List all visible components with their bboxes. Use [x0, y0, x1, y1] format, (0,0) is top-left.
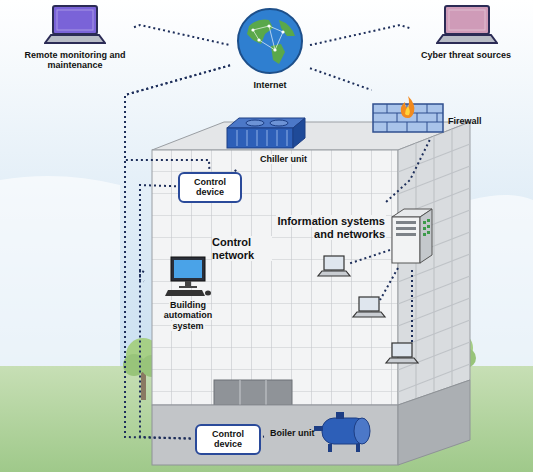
- dotted-link: [385, 140, 430, 203]
- building-automation-system-icon: [165, 256, 211, 302]
- dotted-link: [310, 68, 372, 90]
- text-patch: Information systems and networks: [276, 215, 386, 240]
- node-label: Control device: [180, 174, 240, 201]
- boiler-unit-icon: [314, 410, 376, 458]
- dotted-link: [125, 65, 230, 170]
- remote-laptop: Remote monitoring and maintenance: [18, 4, 132, 94]
- network-connector: [263, 436, 264, 437]
- network-connector: [385, 140, 430, 203]
- internet-globe: Internet: [232, 6, 308, 102]
- dotted-link: [263, 436, 264, 438]
- network-laptop: [318, 256, 418, 363]
- network-connector: [125, 65, 230, 170]
- basement-side: [398, 380, 470, 465]
- chiller-unit: Chiller unit: [225, 116, 329, 170]
- node-label: Firewall: [448, 116, 508, 126]
- entrance: [214, 380, 292, 405]
- network-connector: [310, 25, 412, 45]
- chiller-unit-icon: [225, 116, 307, 150]
- front-facade: [152, 150, 398, 405]
- information-systems-icon: [390, 207, 434, 269]
- node-label: Information systems and networks: [262, 215, 386, 240]
- network-label: Control network: [212, 236, 272, 261]
- threat-laptop-icon: [436, 4, 498, 46]
- network-link: [348, 250, 412, 343]
- dotted-link: [134, 25, 230, 45]
- boiler-unit-icon: [314, 410, 376, 454]
- node-label: Control device: [197, 426, 259, 453]
- control-device-box: Control device: [178, 172, 242, 203]
- building-automation-system-icon: [165, 256, 211, 298]
- dotted-link: [310, 25, 412, 45]
- remote-laptop-icon: [44, 4, 106, 50]
- boiler-unit: Boiler unit: [266, 406, 378, 458]
- basement: [152, 405, 398, 465]
- network-connector: [310, 68, 372, 90]
- node-label: Internet: [232, 80, 308, 90]
- firewall: Firewall: [372, 92, 512, 138]
- building-automation-system: Building automation system: [146, 256, 232, 336]
- node-label: Remote monitoring and maintenance: [18, 50, 132, 71]
- remote-laptop-icon: [44, 4, 106, 46]
- threat-laptop-icon: [436, 4, 498, 50]
- information-systems: Information systems and networks: [262, 205, 436, 267]
- firewall-icon: [372, 94, 444, 134]
- node-label: Boiler unit: [270, 428, 320, 438]
- internet-globe-icon: [235, 6, 305, 76]
- node-label: Chiller unit: [259, 154, 329, 164]
- threat-laptop: Cyber threat sources: [414, 4, 518, 88]
- text-patch: Building automation system: [163, 300, 214, 331]
- node-label: Building automation system: [146, 300, 230, 331]
- text-patch: Chiller unit: [259, 154, 308, 164]
- information-systems-icon: [390, 207, 434, 265]
- network-connector: [134, 25, 230, 45]
- internet-globe-icon: [235, 6, 305, 80]
- control-device-box: Control device: [195, 424, 261, 455]
- node-label: Cyber threat sources: [414, 50, 518, 60]
- firewall-icon: [372, 94, 444, 138]
- chiller-unit-icon: [225, 116, 307, 154]
